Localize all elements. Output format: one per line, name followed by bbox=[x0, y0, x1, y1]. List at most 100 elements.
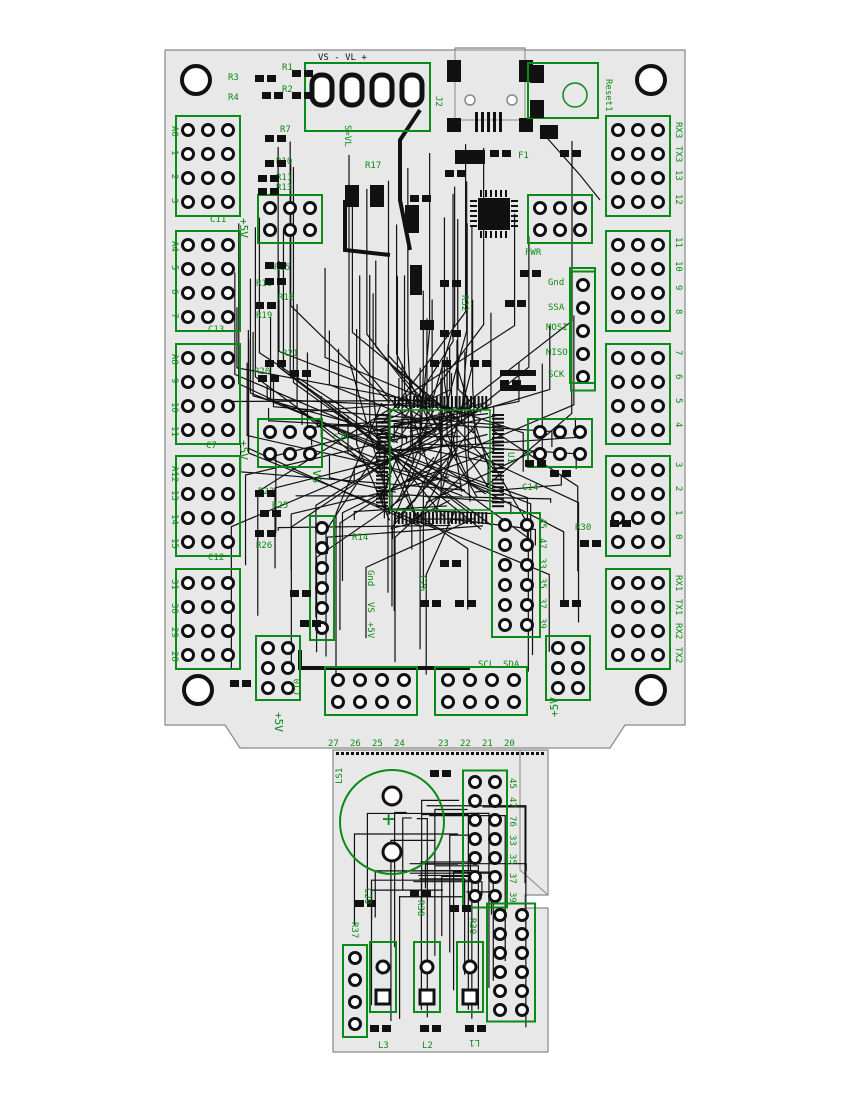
r38-label: R38 bbox=[415, 900, 425, 916]
plus5v-label-a: +5V bbox=[237, 218, 250, 238]
left-pin-label-3: 3 bbox=[169, 198, 179, 203]
smd-part-36 bbox=[230, 680, 239, 687]
left-pin-label-1: 1 bbox=[169, 150, 179, 155]
smd-part-0 bbox=[255, 75, 264, 82]
board-labels: F1 PWR S=VL R17 VS +5V +5V +5V +5V Gnd V… bbox=[237, 125, 591, 732]
sub-board-parts bbox=[369, 941, 484, 1013]
left-comp-11: R19 bbox=[256, 311, 272, 321]
right-header-3 bbox=[605, 455, 671, 557]
bottom-header-right bbox=[434, 666, 528, 716]
block-pin-label-4: 37 bbox=[537, 598, 547, 609]
left-pin-label-15: 15 bbox=[169, 538, 179, 549]
c26-label: C26 bbox=[417, 575, 427, 591]
left-pin-label-12: A12 bbox=[169, 466, 179, 482]
sub-header-left bbox=[342, 944, 368, 1038]
right-pin-label-9: 6 bbox=[673, 374, 683, 379]
smd-part-45 bbox=[430, 770, 439, 777]
left-comp-14: R21 bbox=[282, 349, 298, 359]
block-pin-label-1: 47 bbox=[537, 538, 547, 549]
speaker-plus: + bbox=[382, 807, 395, 832]
bus-label-1: SSA bbox=[548, 303, 565, 313]
smd-part-2 bbox=[292, 70, 301, 77]
left-header-1 bbox=[175, 230, 241, 332]
right-header-2 bbox=[605, 343, 671, 445]
smd-part-39 bbox=[355, 900, 364, 907]
bus-label-4: SCK bbox=[548, 370, 565, 380]
sub-pin-label-3: 33 bbox=[507, 835, 517, 846]
block-pin-label-5: 39 bbox=[537, 618, 547, 629]
left-pin-label-17: 30 bbox=[169, 603, 179, 614]
large-part-0 bbox=[345, 185, 359, 207]
usb-connector bbox=[447, 49, 533, 132]
sub-pin-label-2: 76 bbox=[507, 816, 517, 827]
left-pin-label-6: 6 bbox=[169, 289, 179, 294]
left-pin-label-8: A8 bbox=[169, 354, 179, 365]
left-comp-3: R2 bbox=[282, 85, 293, 95]
right-pin-label-7: 8 bbox=[673, 309, 683, 314]
large-part-2 bbox=[405, 205, 419, 233]
j2-label: J2 bbox=[433, 96, 443, 107]
left-comp-7: R13 bbox=[276, 183, 292, 193]
smd-part-15 bbox=[260, 510, 269, 517]
power-header-2 bbox=[527, 194, 593, 244]
l1-label: L1 bbox=[469, 1037, 480, 1047]
copper-traces bbox=[229, 108, 601, 1028]
right-pin-label-15: 0 bbox=[673, 534, 683, 539]
r32-label: R32 bbox=[459, 295, 469, 311]
bus-label-3: MISO bbox=[546, 348, 568, 358]
smd-part-43 bbox=[420, 1025, 429, 1032]
right-pin-label-6: 9 bbox=[673, 285, 683, 290]
left-comp-18: R25 bbox=[272, 501, 288, 511]
left-pin-label-19: 28 bbox=[169, 651, 179, 662]
smd-part-5 bbox=[265, 160, 274, 167]
smd-part-24 bbox=[440, 330, 449, 337]
left-comp-13: R20 bbox=[254, 367, 270, 377]
smd-part-4 bbox=[265, 135, 274, 142]
left-comp-16: C7 bbox=[206, 441, 217, 451]
smd-part-29 bbox=[550, 470, 559, 477]
smd-part-34 bbox=[290, 590, 299, 597]
sub-button-2 bbox=[456, 941, 484, 1013]
right-pin-label-18: RX2 bbox=[673, 623, 683, 639]
smd-part-6 bbox=[258, 175, 267, 182]
left-comp-1: R4 bbox=[228, 93, 239, 103]
l3-label: L3 bbox=[378, 1041, 389, 1051]
left-comp-12: R18 bbox=[278, 293, 294, 303]
sub-button-1 bbox=[413, 941, 441, 1013]
left-comp-4: R7 bbox=[280, 125, 291, 135]
left-pin-label-2: 2 bbox=[169, 174, 179, 179]
right-header-0 bbox=[605, 115, 671, 217]
usb-interface-chip bbox=[470, 190, 518, 238]
power-header-1 bbox=[257, 418, 323, 468]
spi-bus-labels: Gnd SSA MOSI MISO SCK bbox=[546, 267, 596, 384]
microcontroller-u1: U1 bbox=[376, 396, 515, 524]
smd-part-20 bbox=[560, 150, 569, 157]
smd-part-19 bbox=[490, 150, 499, 157]
r17-label: R17 bbox=[365, 161, 381, 171]
right-pin-label-12: 3 bbox=[673, 462, 683, 467]
c10-label: C10 bbox=[293, 679, 303, 695]
servo-header-right bbox=[545, 635, 591, 701]
sub-pin-label-4: 35 bbox=[507, 854, 517, 865]
power-connector-label: VS - VL + bbox=[318, 53, 367, 63]
right-pin-label-3: 12 bbox=[673, 194, 683, 205]
smd-part-30 bbox=[580, 540, 589, 547]
smd-part-11 bbox=[265, 360, 274, 367]
plus5v-label-c: +5V bbox=[272, 712, 285, 732]
right-pin-label-11: 4 bbox=[673, 422, 683, 427]
block-pin-label-3: 35 bbox=[537, 578, 547, 589]
right-pin-label-0: RX3 bbox=[673, 122, 683, 138]
smd-part-10 bbox=[255, 302, 264, 309]
svl-label: S=VL bbox=[342, 125, 352, 147]
plus5v-label-e: +5V bbox=[365, 622, 375, 639]
left-header-3 bbox=[175, 455, 241, 557]
sub-pin-label-6: 39 bbox=[507, 892, 517, 903]
right-pin-label-4: 11 bbox=[673, 237, 683, 248]
right-pin-label-1: TX3 bbox=[673, 146, 683, 162]
smd-part-40 bbox=[410, 890, 419, 897]
c24-label: C24 bbox=[333, 433, 349, 443]
smd-part-23 bbox=[440, 280, 449, 287]
smd-part-38 bbox=[610, 520, 619, 527]
large-part-1 bbox=[370, 185, 384, 207]
